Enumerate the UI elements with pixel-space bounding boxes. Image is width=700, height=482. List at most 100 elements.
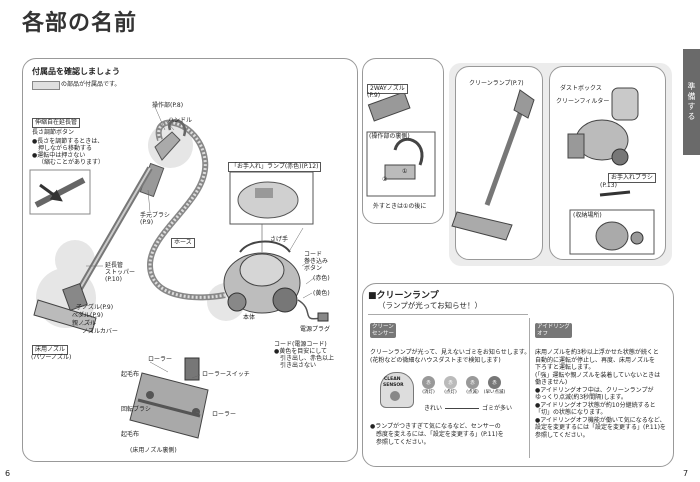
sensor-lamp-icon xyxy=(390,391,400,401)
rotating-brush-label: 回転ブラシ xyxy=(121,406,151,413)
accessories-heading: 付属品を確認しましょう xyxy=(32,67,120,76)
clean-lamp-subheading: （ランプが光ってお知らせ！） xyxy=(378,301,483,310)
adjust-note-1: ●長さを調節するときは、 xyxy=(32,138,104,145)
care-brush-drawing xyxy=(599,190,631,197)
lamp-state-label: (消灯) xyxy=(422,390,435,395)
clean-dirty-arrow xyxy=(445,408,479,409)
raised-hair-bottom-label: 起毛布 xyxy=(121,431,140,438)
sensor-device xyxy=(380,372,414,408)
idling-line: ●アイドリングオフ状態が約10分継続すると xyxy=(535,401,656,409)
nozzle-underside-drawing xyxy=(129,372,209,439)
idling-text: 床用ノズルを約3秒以上浮かせた状態が続くと自動的に運転が停止し、再度、床用ノズル… xyxy=(535,349,666,439)
cord-label-1: コード(電源コード) xyxy=(274,341,327,348)
roller-right-label: ローラー xyxy=(212,411,237,418)
clean-lamp-section xyxy=(362,283,674,467)
sensor-note-1: ●ランプがつきすぎて気になるなど、センサーの xyxy=(370,423,501,430)
body-label: 本体 xyxy=(243,314,256,321)
hand-brush-page: (P.9) xyxy=(140,219,154,226)
cord-label-2: ●黄色を目安にして xyxy=(274,348,328,355)
idling-line: 床用ノズルを約3秒以上浮かせた状態が続くと xyxy=(535,349,659,356)
underside-caption: (床用ノズル裏側) xyxy=(130,447,177,454)
cord-button-label-1: コード xyxy=(304,251,323,258)
idling-line: 下ろすと運転します。 xyxy=(535,364,595,371)
raised-hair-label: 起毛布 xyxy=(121,371,140,378)
lamp-state: 赤(早い点滅) xyxy=(483,376,506,397)
handle-label: ハンドル xyxy=(168,117,193,124)
telescopic-pipe-label: 伸縮自在延長管 xyxy=(32,118,81,128)
two-way-nozzle-drawing xyxy=(367,91,411,122)
yellow-mark-label: (黄色) xyxy=(313,290,330,297)
divider xyxy=(368,314,528,315)
idling-line: 参照してください。 xyxy=(535,431,589,439)
idling-line: 設定を変更するには「設定を変更する」(P.11)を xyxy=(535,424,666,431)
sensor-text-1: クリーンランプが光って、見えないゴミをお知らせします。 xyxy=(370,349,531,356)
step-2-marker: ② xyxy=(382,176,388,183)
parent-nozzle-label: 親ノズル xyxy=(72,320,97,327)
cord-button-label-3: ボタン xyxy=(304,265,323,272)
roller-top-label: ローラー xyxy=(148,356,173,363)
idling-badge: アイドリング オフ xyxy=(535,323,572,338)
lamp-state-label: (点灯) xyxy=(444,390,457,395)
dirty-label: ゴミが多い xyxy=(482,405,513,412)
sensor-note-3: 参照してください。 xyxy=(376,439,430,446)
red-mark-label: (赤色) xyxy=(313,275,330,282)
two-way-caption: 外すときは①の後に xyxy=(373,203,427,210)
clean-filter-label: クリーンフィルター xyxy=(556,98,610,105)
page-number-right: 7 xyxy=(683,469,689,478)
cord-label-3: 引き出し、赤色以上 xyxy=(280,355,335,362)
lamp-state-label: (点滅) xyxy=(466,390,479,395)
cord-button-label-2: 巻き込み xyxy=(304,258,329,265)
care-brush-page: (P.13) xyxy=(600,182,617,189)
device-label-2: SENSOR xyxy=(383,383,404,388)
dust-box-label: ダストボックス xyxy=(560,85,602,92)
idling-line: (「強」運転や親ノズルを装着していないときは xyxy=(535,371,661,379)
floor-nozzle-label: 床用ノズル xyxy=(32,345,69,355)
side-tab: 準備する xyxy=(683,49,700,155)
handle-drawing xyxy=(154,131,181,161)
step-1-marker: ① xyxy=(402,168,408,175)
adjust-note-2: 押しながら移動する xyxy=(38,145,93,152)
sensor-badge: クリーン センサー xyxy=(370,323,397,338)
floor-nozzle-drawing xyxy=(33,299,97,333)
page-title: 各部の名前 xyxy=(22,11,138,36)
cord-label-4: 引き出さない xyxy=(280,362,317,369)
plug-label: 電源プラグ xyxy=(300,326,331,333)
page-number-left: 6 xyxy=(5,469,11,478)
column-divider xyxy=(529,318,530,458)
idling-line: ゆっくり点滅(約3秒間隔)します。 xyxy=(535,394,627,401)
extension-stopper-label-1: 延長管 xyxy=(105,262,124,269)
lamp-states: 赤(消灯)赤(点灯)赤(点滅)赤(早い点滅) xyxy=(420,376,506,397)
extension-stopper-label-3: (P.10) xyxy=(105,276,122,283)
operation-label: 操作部(P.8) xyxy=(152,102,184,109)
idling-line: 「切」の状態になります。 xyxy=(535,409,607,416)
pedal-label: ペダル(P.9) xyxy=(72,312,104,319)
hose-label: ホース xyxy=(171,238,195,248)
nozzle-cover-label: ノズルカバー xyxy=(82,328,118,335)
idling-line: 自動的に運転が停止し、再度、床用ノズルを xyxy=(535,356,656,364)
accessory-legend-swatch xyxy=(32,81,60,90)
clean-lamp-heading: ■クリーンランプ xyxy=(368,291,439,301)
care-brush-label: お手入れブラシ xyxy=(608,173,656,183)
sensor-text-2: (花粉などの微細なハウスダストまで検知します) xyxy=(370,357,501,364)
extension-stopper-label-2: ストッパー xyxy=(105,269,136,276)
lamp-state: 赤(消灯) xyxy=(420,376,437,397)
two-way-nozzle-label: 2WAYノズル xyxy=(367,84,408,94)
two-way-nozzle-page: (P.9) xyxy=(367,92,381,99)
lamp-dot: 赤 xyxy=(444,376,457,389)
sensor-note-2: 感度を変えるには、「設定を変更する」(P.11)を xyxy=(376,431,504,438)
roller-switch-label: ローラースイッチ xyxy=(202,371,250,378)
idling-line: 働きません) xyxy=(535,379,568,386)
power-cord-drawing xyxy=(297,299,321,320)
accessory-legend-text: の部品が付属品です。 xyxy=(61,81,121,88)
lamp-dot: 赤 xyxy=(422,376,435,389)
power-nozzle-label: (パワーノズル) xyxy=(31,354,72,361)
grip-label: さげ手 xyxy=(270,236,289,243)
lamp-dot: 赤 xyxy=(488,376,501,389)
lamp-state: 赤(点滅) xyxy=(464,376,481,397)
adjust-button-label: 長さ調節ボタン xyxy=(32,129,75,136)
hand-brush-label: 手元ブラシ xyxy=(140,212,170,219)
lamp-state-label: (早い点滅) xyxy=(483,390,506,395)
adjust-note-4: （縮むことがあります） xyxy=(38,159,105,166)
storage-label: (収納場所) xyxy=(573,212,602,219)
